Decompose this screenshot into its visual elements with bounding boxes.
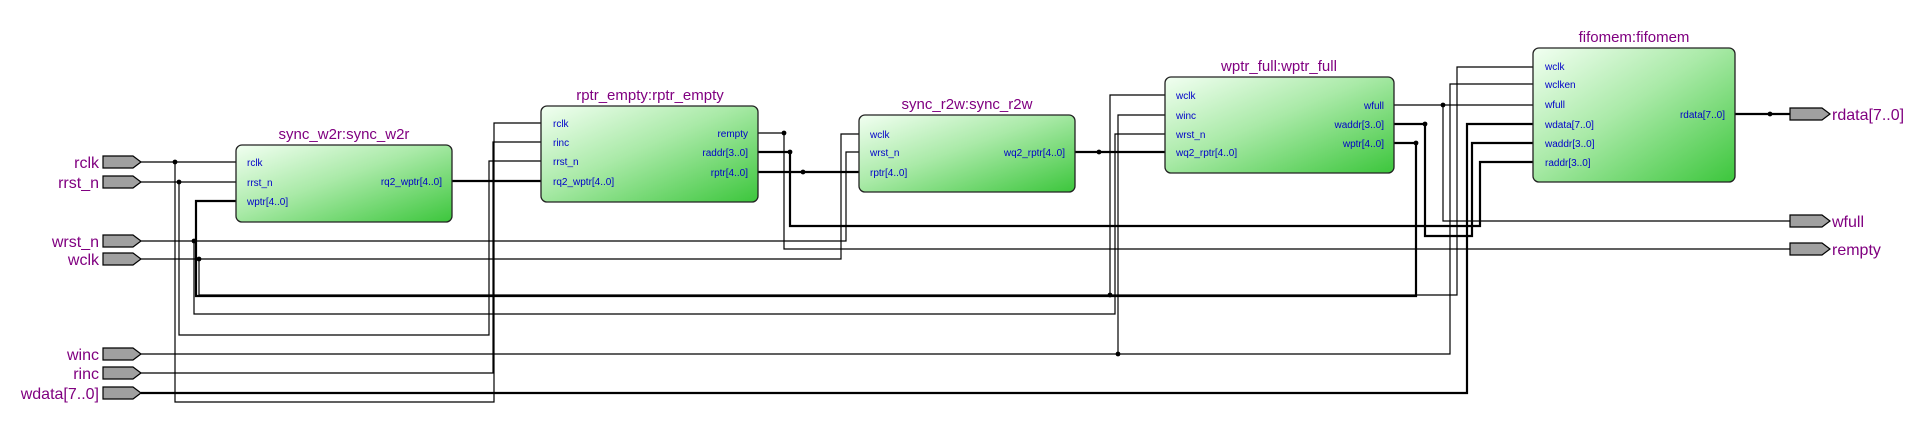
port-in: wclken [1544,80,1576,91]
port-in: winc [1175,111,1196,122]
port-in: wrst_n [1175,130,1205,141]
port-out: rq2_wptr[4..0] [381,177,442,188]
block-title: rptr_empty:rptr_empty [576,87,724,104]
port-in: rrst_n [553,157,579,168]
junctions [172,102,1773,357]
port-in: rq2_wptr[4..0] [553,177,614,188]
port-out: raddr[3..0] [702,148,748,159]
port-in: wdata[7..0] [1544,120,1594,131]
port-in: wclk [869,130,890,141]
port-out: rempty [717,129,748,140]
block-title: sync_r2w:sync_r2w [902,96,1033,113]
block-rptr-empty[interactable]: rptr_empty:rptr_empty rclk rinc rrst_n r… [540,87,759,203]
port-in: wclk [1544,62,1565,73]
input-pin-wrst-n[interactable]: wrst_n [51,234,142,251]
block-sync-w2r[interactable]: sync_w2r:sync_w2r rclk rrst_n wptr[4..0]… [235,126,453,223]
block-wptr-full[interactable]: wptr_full:wptr_full wclk winc wrst_n wq2… [1164,58,1395,174]
input-pins: rclk rrst_n wrst_n wclk winc rinc wdata[… [20,155,142,403]
svg-text:rinc: rinc [73,366,99,383]
svg-text:rrst_n: rrst_n [58,175,99,192]
svg-text:wfull: wfull [1831,214,1864,231]
port-in: wfull [1544,100,1565,111]
svg-text:winc: winc [66,347,99,364]
input-pin-rinc[interactable]: rinc [73,366,142,383]
port-in: raddr[3..0] [1545,158,1591,169]
port-in: wrst_n [869,148,899,159]
svg-text:rdata[7..0]: rdata[7..0] [1832,107,1904,124]
port-out: rdata[7..0] [1680,110,1725,121]
svg-text:wdata[7..0]: wdata[7..0] [20,386,99,403]
port-out: waddr[3..0] [1334,120,1385,131]
input-pin-wclk[interactable]: wclk [67,252,142,269]
input-pin-winc[interactable]: winc [66,347,142,364]
svg-text:rempty: rempty [1832,242,1881,259]
port-in: rclk [247,158,264,169]
port-out: rptr[4..0] [711,168,748,179]
port-in: rrst_n [247,178,273,189]
block-title: fifomem:fifomem [1579,29,1690,46]
block-fifomem[interactable]: fifomem:fifomem wclk wclken wfull wdata[… [1532,29,1736,183]
svg-text:wrst_n: wrst_n [51,234,99,251]
svg-text:wclk: wclk [67,252,100,269]
output-pin-wfull[interactable]: wfull [1789,214,1864,231]
port-in: rinc [553,138,569,149]
port-in: wptr[4..0] [246,197,288,208]
output-pins: rdata[7..0] wfull rempty [1789,107,1904,259]
output-pin-rempty[interactable]: rempty [1789,242,1881,259]
input-pin-wdata[interactable]: wdata[7..0] [20,386,142,403]
svg-text:rclk: rclk [74,155,100,172]
port-in: rclk [553,119,570,130]
block-title: wptr_full:wptr_full [1220,58,1337,75]
output-pin-rdata[interactable]: rdata[7..0] [1789,107,1904,124]
port-in: waddr[3..0] [1544,139,1595,150]
port-out: wfull [1363,101,1384,112]
port-in: wclk [1175,91,1196,102]
port-out: wptr[4..0] [1342,139,1384,150]
block-sync-r2w[interactable]: sync_r2w:sync_r2w wclk wrst_n rptr[4..0]… [858,96,1076,193]
input-pin-rrst-n[interactable]: rrst_n [58,175,142,192]
port-in: wq2_rptr[4..0] [1175,148,1237,159]
input-pin-rclk[interactable]: rclk [74,155,142,172]
block-title: sync_w2r:sync_w2r [279,126,410,143]
port-out: wq2_rptr[4..0] [1003,148,1065,159]
wires [141,66,1790,403]
port-in: rptr[4..0] [870,168,907,179]
